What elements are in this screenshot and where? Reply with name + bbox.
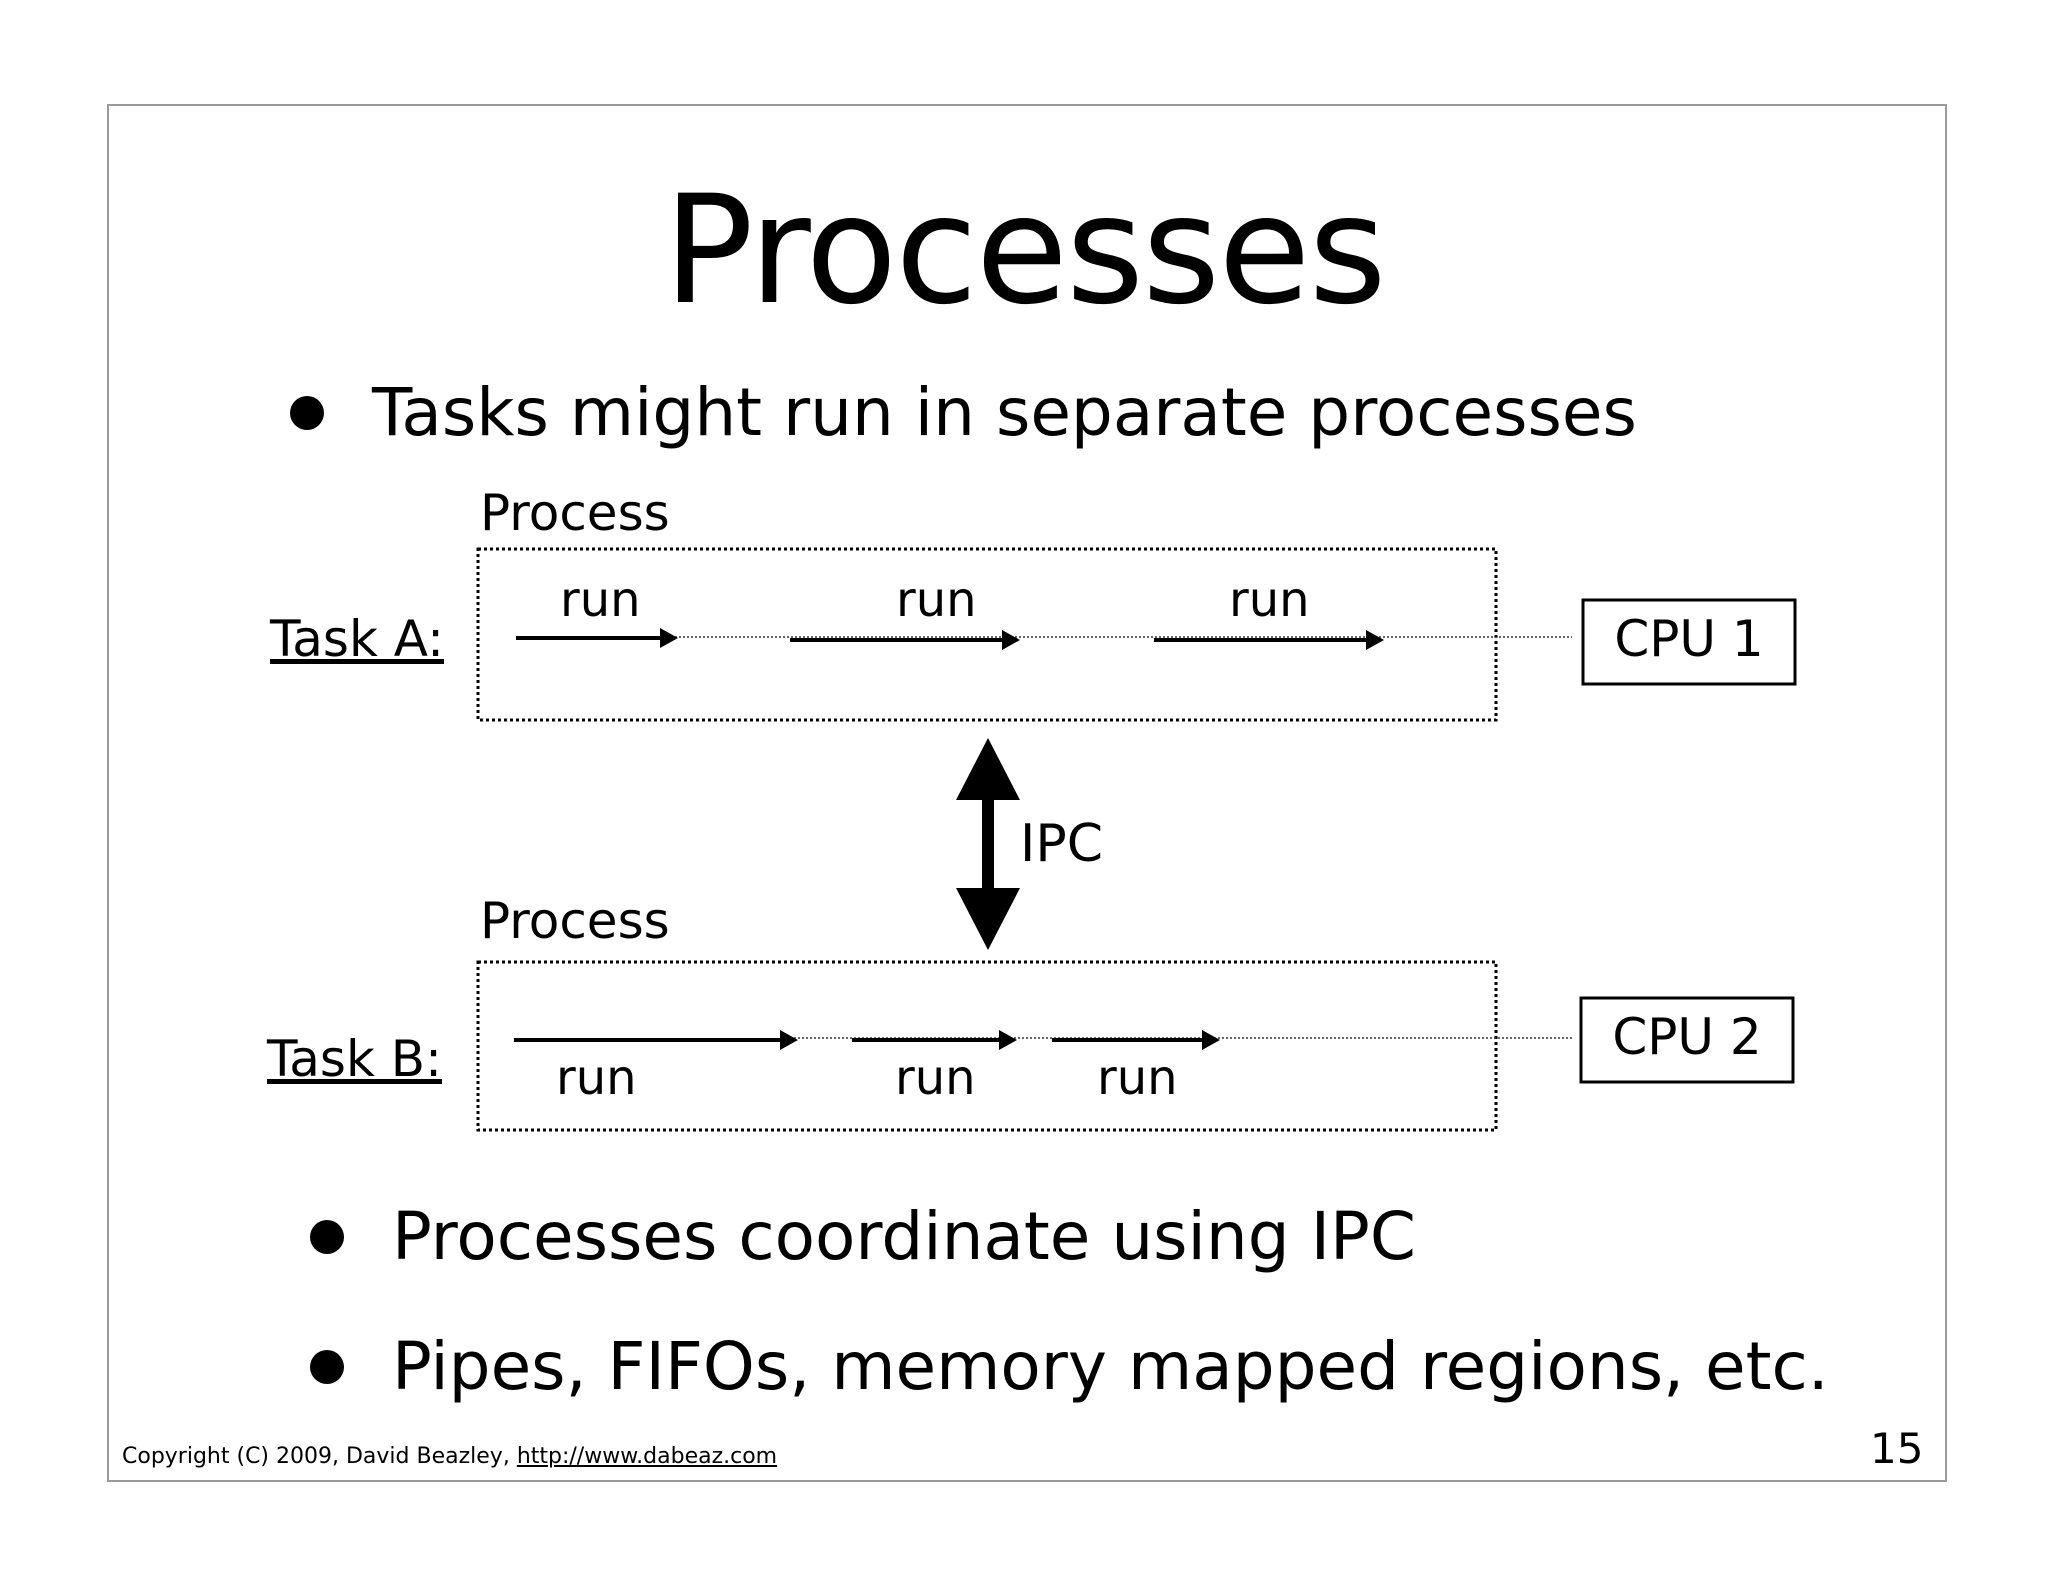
process-b-box — [476, 960, 1498, 1132]
bullet-3: Pipes, FIFOs, memory mapped regions, etc… — [310, 1334, 1829, 1400]
bullet-1: Tasks might run in separate processes — [290, 380, 1637, 446]
bullet-dot-icon — [290, 396, 324, 430]
cpu-2-box — [1579, 996, 1795, 1084]
ipc-label: IPC — [1020, 814, 1104, 874]
run-label: run — [1229, 572, 1310, 628]
arrow-right-icon — [780, 1030, 798, 1050]
run-label: run — [896, 572, 977, 628]
bullet-text: Processes coordinate using IPC — [392, 1198, 1416, 1275]
slide-frame — [107, 104, 1947, 1482]
cpu-2-label: CPU 2 — [1612, 1008, 1762, 1066]
cpu-1-label: CPU 1 — [1614, 610, 1764, 668]
ipc-arrow-shaft — [982, 790, 994, 910]
bullet-2: Processes coordinate using IPC — [310, 1204, 1416, 1270]
copyright-text: Copyright (C) 2009, David Beazley, — [122, 1444, 517, 1469]
arrow-up-icon — [956, 738, 1020, 800]
page-number: 15 — [1870, 1424, 1924, 1473]
arrow-right-icon — [660, 628, 678, 648]
arrow-right-icon — [1002, 630, 1020, 650]
arrow-right-icon — [1202, 1030, 1220, 1050]
bullet-text: Tasks might run in separate processes — [372, 374, 1637, 451]
bullet-dot-icon — [310, 1220, 344, 1254]
bullet-text: Pipes, FIFOs, memory mapped regions, etc… — [392, 1328, 1829, 1405]
arrow-right-icon — [1366, 630, 1384, 650]
task-b-label: Task B: — [267, 1030, 442, 1088]
arrow-down-icon — [956, 888, 1020, 950]
bullet-dot-icon — [310, 1350, 344, 1384]
footer: Copyright (C) 2009, David Beazley, http:… — [122, 1446, 777, 1468]
cpu-1-box — [1581, 598, 1797, 686]
run-label: run — [556, 1050, 637, 1106]
task-a-label: Task A: — [270, 610, 444, 668]
run-label: run — [895, 1050, 976, 1106]
process-a-label: Process — [480, 484, 670, 542]
process-a-box — [476, 547, 1498, 722]
footer-link[interactable]: http://www.dabeaz.com — [516, 1444, 778, 1469]
process-b-label: Process — [480, 892, 670, 950]
arrow-right-icon — [999, 1030, 1017, 1050]
slide-title: Processes — [663, 164, 1386, 338]
run-label: run — [560, 572, 641, 628]
run-label: run — [1097, 1050, 1178, 1106]
